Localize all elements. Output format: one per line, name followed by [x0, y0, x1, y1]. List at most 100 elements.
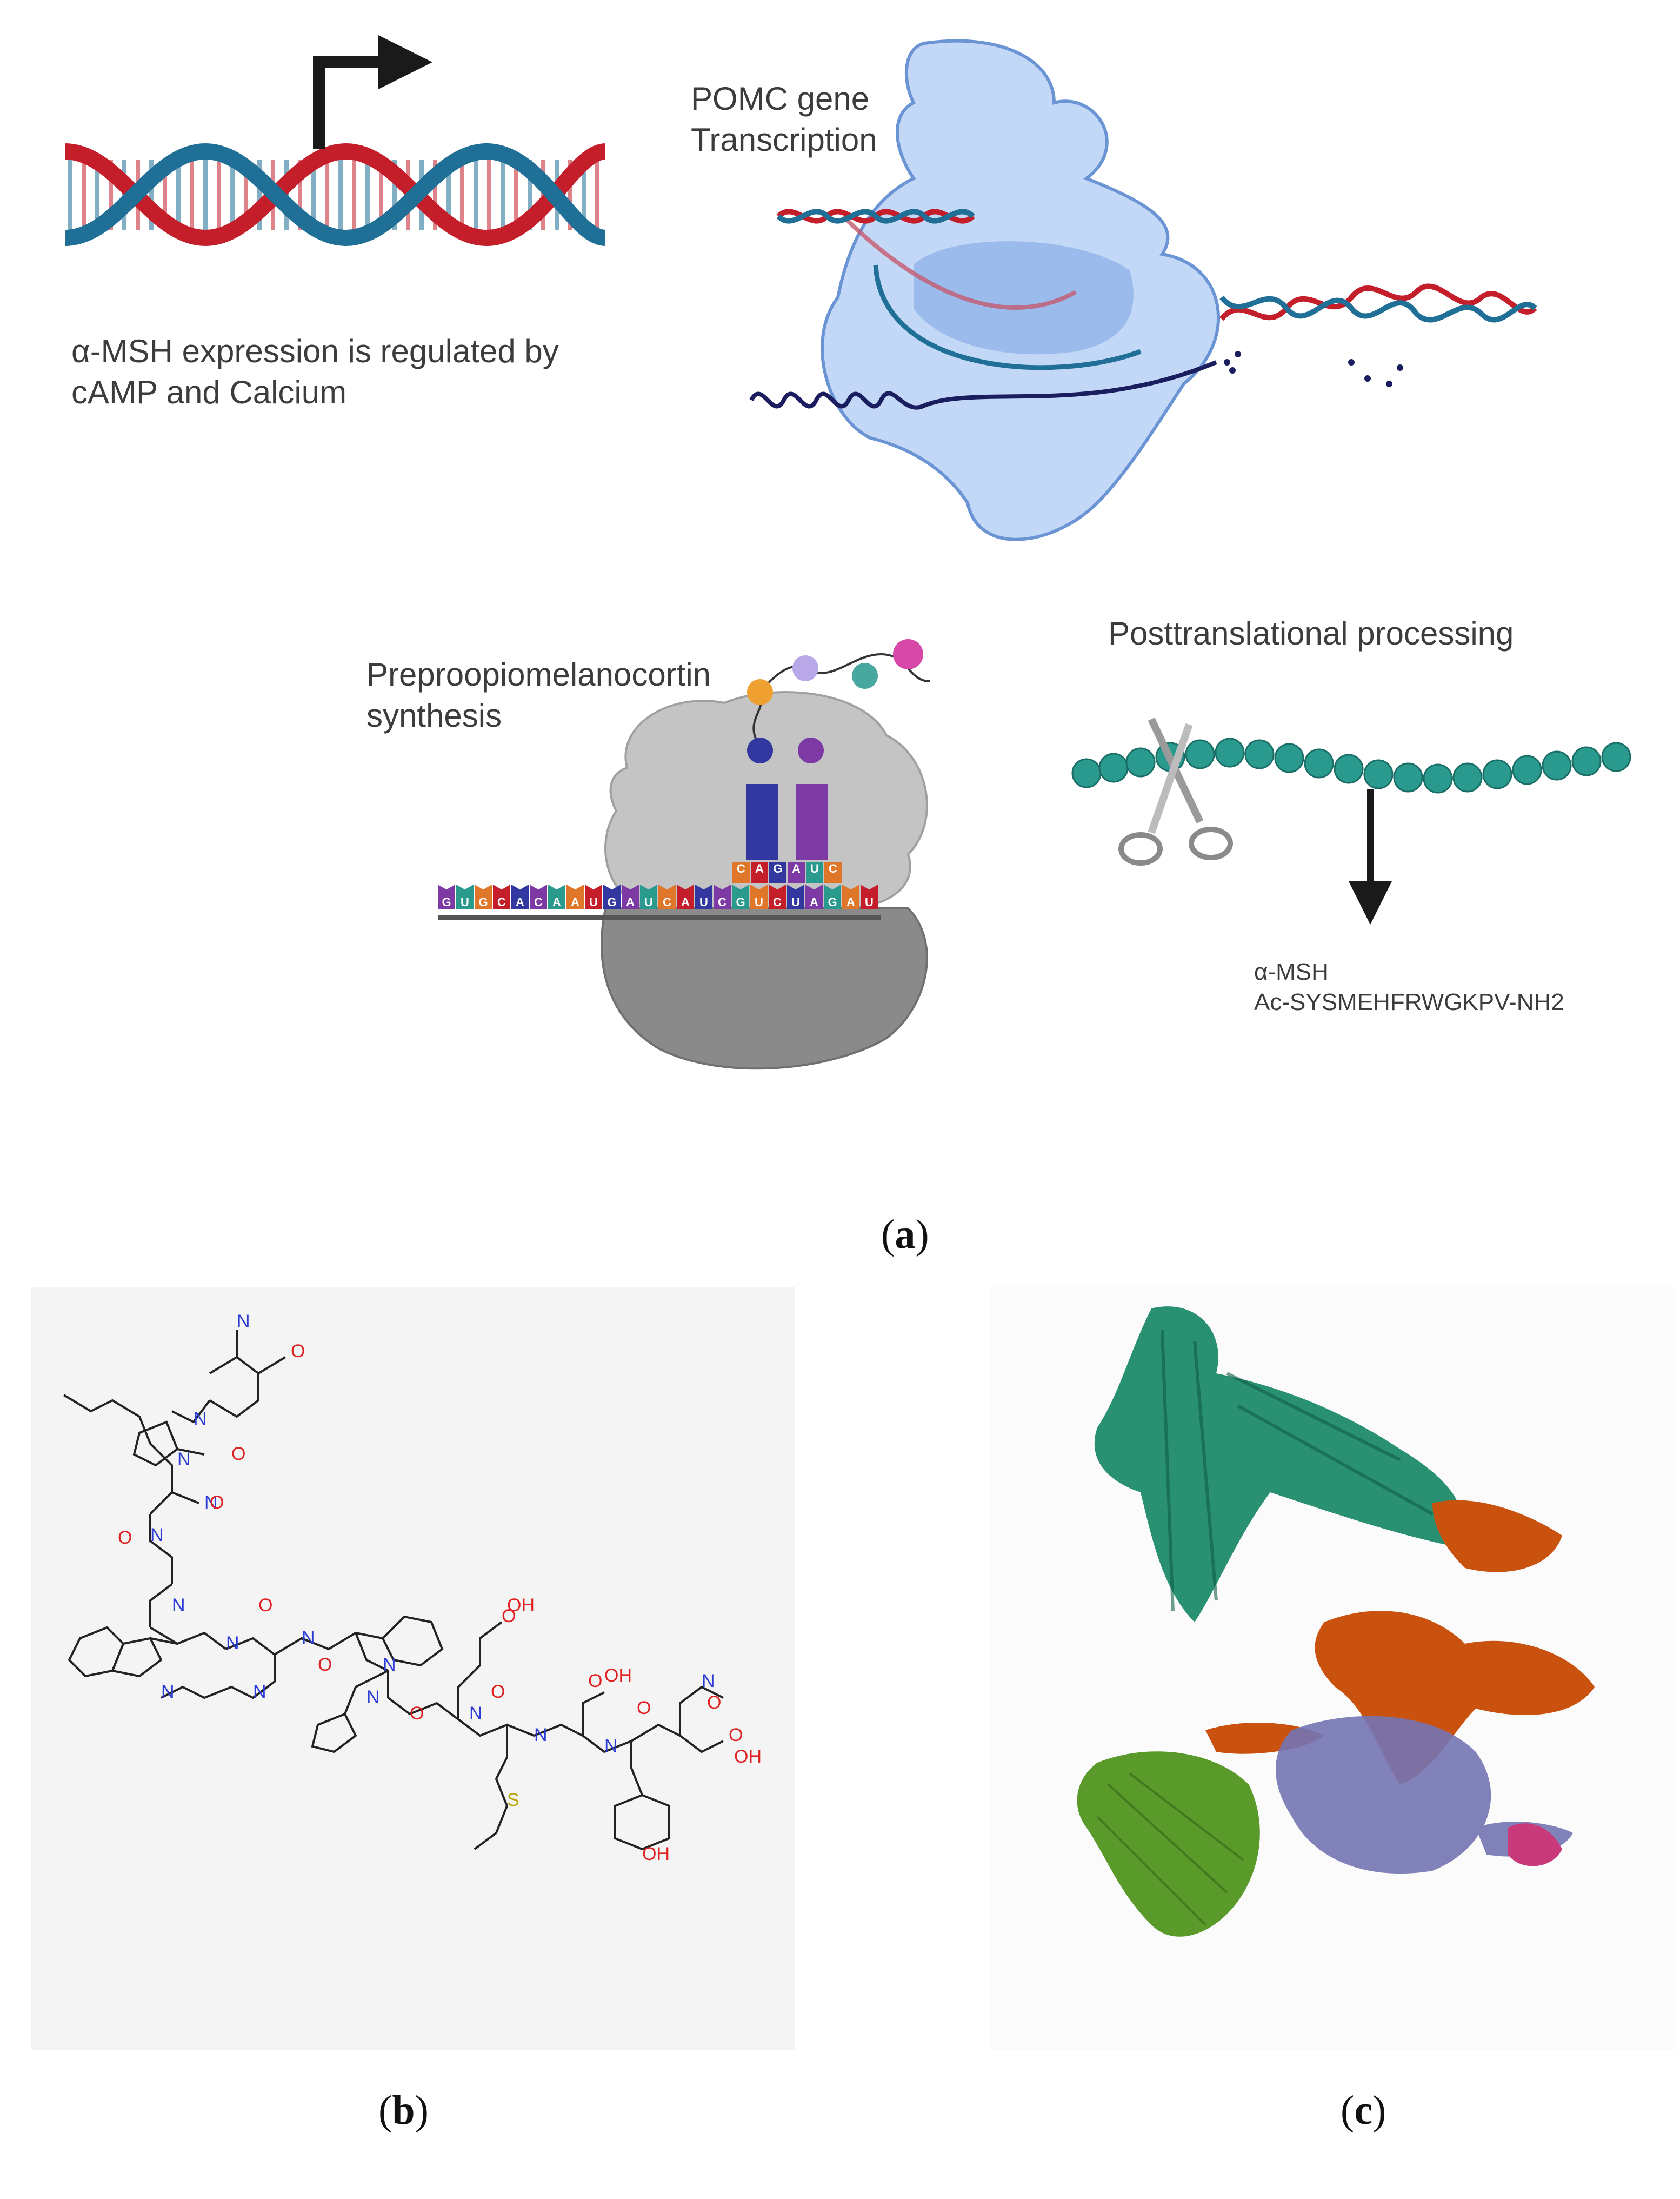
codon-base: U — [585, 885, 602, 909]
peptide-bead — [1482, 759, 1512, 789]
codon-base: G — [732, 885, 749, 909]
peptide-bead — [1334, 754, 1364, 784]
peptide-bead-chain — [1071, 738, 1631, 794]
peptide-bead — [1215, 738, 1245, 768]
nitrogen-atom-label: N — [383, 1655, 396, 1675]
transcription-start-arrow-icon — [313, 35, 432, 149]
peptide-bead — [1601, 742, 1631, 772]
rna-polymerase-illustration — [749, 39, 1403, 541]
nitrogen-atom-label: N — [177, 1449, 191, 1470]
codon-base: U — [640, 885, 657, 909]
codon-base: U — [750, 885, 768, 909]
nitrogen-atom-label: N — [237, 1311, 250, 1332]
caption-c-letter: c — [1354, 2088, 1373, 2133]
oxygen-atom-label: O — [707, 1692, 721, 1713]
codon-base: C — [530, 885, 547, 909]
nitrogen-atom-label: N — [302, 1627, 315, 1648]
synthesis-label: Preproopiomelanocortin synthesis — [366, 654, 711, 736]
codon-base: A — [805, 885, 823, 909]
transcription-label: POMC gene Transcription — [691, 78, 877, 161]
nitrogen-atom-label: N — [469, 1703, 483, 1724]
product-sequence: Ac-SYSMEHFRWGKPV-NH2 — [1254, 989, 1564, 1015]
codon-base: U — [456, 885, 474, 909]
trna-and-peptide — [746, 639, 930, 860]
down-arrow-icon — [1349, 789, 1392, 925]
transcription-label-line1: POMC gene — [691, 81, 870, 117]
nitrogen-atom-label: N — [150, 1525, 164, 1545]
caption-a-letter: a — [895, 1212, 916, 1257]
codon-base: G — [438, 885, 455, 909]
oxygen-atom-label: O — [410, 1703, 424, 1724]
codon-base: U — [787, 885, 804, 909]
codon-base: C — [493, 885, 510, 909]
codon-base: A — [622, 885, 639, 909]
regulation-text-line2: cAMP and Calcium — [71, 374, 347, 410]
transcription-label-line2: Transcription — [691, 122, 877, 158]
caption-c: (c) — [1341, 2088, 1386, 2133]
anticodon-base: U — [806, 862, 823, 883]
peptide-bead — [1542, 750, 1572, 781]
peptide-bead — [1393, 762, 1423, 793]
oxygen-atom-label: O — [210, 1492, 224, 1513]
codon-base: A — [566, 885, 584, 909]
peptide-bead — [1185, 739, 1215, 769]
nitrogen-atom-label: N — [226, 1633, 239, 1653]
codon-base: G — [475, 885, 492, 909]
peptide-bead — [1244, 739, 1275, 769]
template-dna-strands — [776, 209, 1537, 323]
oxygen-atom-label: O — [491, 1682, 505, 1702]
nitrogen-atom-label: N — [161, 1682, 175, 1702]
nitrogen-atom-label: N — [366, 1687, 380, 1708]
codon-base: C — [714, 885, 731, 909]
scissors-icon — [1118, 718, 1233, 866]
oxygen-atom-label: O — [729, 1725, 743, 1745]
nitrogen-atom-label: N — [172, 1595, 185, 1616]
peptide-bead — [1274, 743, 1304, 773]
oxygen-atom-label: O — [637, 1698, 651, 1718]
peptide-bead — [1125, 747, 1156, 778]
peptide-bead — [1304, 748, 1334, 779]
anticodon-base: A — [788, 862, 805, 883]
codon-base: U — [695, 885, 712, 909]
synthesis-label-line1: Preproopiomelanocortin — [366, 656, 711, 693]
panel-c — [989, 1287, 1676, 2050]
nitrogen-atom-label: N — [534, 1725, 548, 1745]
oxygen-atom-label: O — [231, 1444, 245, 1464]
sulfur-atom-label: S — [507, 1790, 519, 1810]
peptide-bead — [1571, 746, 1602, 776]
codon-base: A — [548, 885, 565, 909]
dna-helix-illustration — [64, 143, 606, 247]
peptide-bead — [1512, 755, 1542, 785]
nitrogen-atom-label: N — [702, 1671, 715, 1691]
oxygen-atom-label: O — [118, 1527, 132, 1548]
hydroxyl-label: OH — [642, 1844, 670, 1864]
regulation-text-line1: α-MSH expression is regulated by — [71, 333, 559, 369]
nitrogen-atom-label: N — [204, 1492, 218, 1513]
product-name: α-MSH — [1254, 959, 1329, 985]
codon-base: C — [769, 885, 786, 909]
codon-base: G — [603, 885, 621, 909]
hydroxyl-label: OH — [507, 1595, 535, 1616]
oxygen-atom-label: O — [502, 1606, 516, 1626]
codon-base: U — [861, 885, 878, 909]
nitrogen-atom-label: N — [604, 1736, 618, 1756]
mc1r-protein-complex-ribbon — [1077, 1306, 1595, 1937]
regulation-text: α-MSH expression is regulated by cAMP an… — [71, 331, 559, 413]
anticodon-base: C — [824, 862, 842, 883]
caption-a: (a) — [881, 1212, 929, 1257]
oxygen-atom-label: O — [258, 1595, 272, 1616]
anticodon-base: G — [769, 862, 786, 883]
caption-b-letter: b — [392, 2088, 415, 2133]
peptide-bead — [1071, 758, 1102, 788]
nitrogen-atom-label: N — [194, 1409, 207, 1429]
hydroxyl-label: OH — [604, 1665, 632, 1686]
oxygen-atom-label: O — [291, 1341, 305, 1361]
codon-base: G — [824, 885, 841, 909]
anticodon-base: C — [732, 862, 750, 883]
processing-label: Posttranslational processing — [1108, 615, 1514, 652]
